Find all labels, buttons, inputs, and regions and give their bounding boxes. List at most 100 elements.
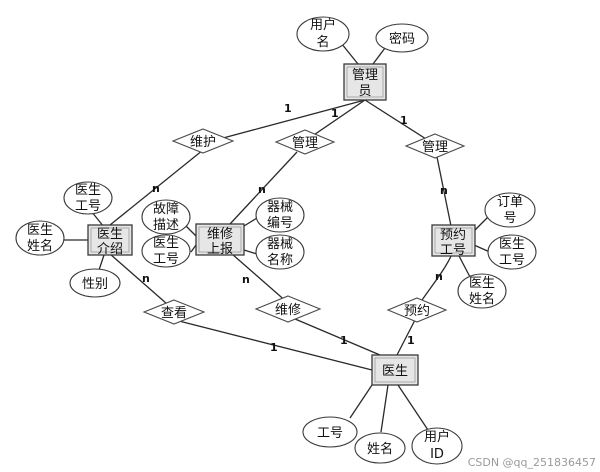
rel-view-label: 查看 (161, 305, 187, 321)
entity-appointment-line1: 预约 (440, 228, 466, 243)
entity-doctor-line1: 医生 (382, 364, 408, 379)
entity-appointment-line2: 工号 (440, 243, 466, 258)
card-manage-repair-report: n (258, 183, 266, 196)
edge-devname-report (243, 249, 258, 255)
attribute-username: 用户 名 (296, 16, 350, 52)
card-repair-doctor: 1 (340, 334, 348, 347)
attr-appt-doctor-id-line1: 医生 (499, 237, 525, 252)
rel-repair-label: 维修 (275, 303, 301, 318)
card-report-repair: n (242, 273, 250, 286)
attr-name-line1: 姓名 (367, 441, 393, 457)
attr-doctor-id-line1: 医生 (75, 183, 101, 198)
card-view-doctor: 1 (270, 341, 278, 354)
entity-doctor-intro-line1: 医生 (97, 227, 123, 242)
entity-doctor: 医生 (371, 354, 419, 386)
edge-doctor-empid (349, 384, 373, 419)
rel-book-label: 预约 (404, 304, 430, 319)
attr-report-doctor-id-line1: 医生 (153, 236, 179, 251)
edge-admin-maintain (211, 99, 366, 142)
edge-doctor-name (380, 384, 389, 433)
entity-repair-report: 维修 上报 (195, 223, 245, 257)
cardinality-labels: 1 1 1 n n n n 1 n 1 n 1 (142, 102, 448, 354)
attr-user-id-line2: ID (430, 447, 444, 462)
attr-report-doctor-id-line2: 工号 (153, 252, 179, 267)
edge-maintain-intro (109, 149, 204, 226)
attr-appt-doctor-name-line1: 医生 (469, 276, 495, 291)
edge-doctor-userid (397, 384, 429, 431)
entity-admin: 管理 员 (343, 63, 387, 101)
rel-manage-repair-label: 管理 (292, 136, 318, 151)
attribute-fault-desc: 故障 描述 (141, 199, 191, 235)
connector-lines (64, 37, 493, 433)
relationship-manage-appt: 管理 (404, 133, 466, 159)
attribute-order-no: 订单 号 (484, 192, 536, 228)
attr-password-line1: 密码 (389, 31, 415, 47)
relationship-manage-repair: 管理 (274, 129, 336, 155)
edge-view-doctor (174, 319, 373, 371)
rel-manage-appt-label: 管理 (422, 140, 448, 155)
attr-device-id-line2: 编号 (267, 216, 293, 231)
edge-adocname-appt (457, 253, 471, 278)
attribute-device-id: 器械 编号 (255, 197, 305, 233)
card-intro-view: n (142, 272, 150, 285)
edge-devid-report (243, 217, 258, 227)
edge-report-repair (231, 253, 289, 304)
relationship-book: 预约 (386, 297, 448, 323)
relationship-repair: 维修 (254, 295, 322, 323)
attribute-device-name: 器械 名称 (255, 234, 305, 270)
card-maintain-intro: n (152, 182, 160, 195)
watermark: CSDN @qq_251836457 (468, 456, 596, 469)
edge-manage-appt (436, 156, 452, 227)
rel-maintain-label: 维护 (190, 135, 216, 150)
attr-device-name-line1: 器械 (267, 237, 293, 252)
attr-gender-line1: 性别 (82, 277, 108, 292)
edge-rdocid-report (190, 244, 197, 253)
attribute-report-doctor-id: 医生 工号 (141, 234, 191, 268)
attr-device-id-line1: 器械 (267, 200, 293, 215)
card-admin-manage-repair: 1 (331, 107, 339, 120)
attr-device-name-line2: 名称 (267, 252, 293, 268)
entity-appointment: 预约 工号 (431, 224, 476, 258)
entity-admin-line1: 管理 (352, 68, 378, 83)
card-book-doctor: 1 (407, 334, 415, 347)
attr-order-no-line2: 号 (503, 211, 516, 226)
attribute-doctor-id: 医生 工号 (63, 181, 113, 215)
attribute-appt-doctor-id: 医生 工号 (487, 234, 537, 270)
entity-repair-report-line1: 维修 (207, 227, 233, 242)
card-manage-appt-appt: n (440, 184, 448, 197)
attribute-employee-id: 工号 (302, 416, 358, 448)
edge-gender-intro (98, 254, 105, 271)
edge-order-appt (473, 216, 489, 232)
attr-username-line2: 名 (316, 34, 329, 50)
attribute-password: 密码 (375, 23, 429, 53)
edge-fault-report (185, 225, 197, 237)
entity-doctor-intro-line2: 介绍 (97, 242, 123, 257)
edge-repair-doctor (287, 315, 381, 356)
edge-appt-book (419, 253, 453, 304)
entity-doctor-intro: 医生 介绍 (87, 224, 133, 257)
entity-admin-line2: 员 (358, 84, 371, 99)
attr-user-id-line1: 用户 (424, 429, 450, 445)
edge-manage-report (229, 151, 298, 225)
relationship-view: 查看 (142, 299, 206, 325)
attr-doctor-name-line1: 医生 (27, 223, 53, 238)
attr-appt-doctor-id-line2: 工号 (499, 253, 525, 268)
card-admin-manage-appt: 1 (400, 114, 408, 127)
attr-doctor-name-line2: 姓名 (27, 238, 53, 254)
attr-appt-doctor-name-line2: 姓名 (469, 291, 495, 307)
attr-fault-desc-line2: 描述 (153, 218, 179, 233)
attribute-gender: 性别 (69, 268, 121, 298)
attr-fault-desc-line1: 故障 (153, 202, 179, 217)
attribute-name: 姓名 (354, 432, 406, 464)
entity-repair-report-line2: 上报 (207, 242, 233, 257)
card-appt-book: n (435, 270, 443, 283)
relationship-maintain: 维护 (171, 128, 235, 154)
attr-doctor-id-line2: 工号 (75, 199, 101, 214)
attr-order-no-line1: 订单 (497, 195, 523, 210)
attribute-appt-doctor-name: 医生 姓名 (457, 273, 507, 309)
attribute-user-id: 用户 ID (411, 427, 463, 465)
attr-username-line1: 用户 (310, 17, 336, 33)
edge-password-admin (372, 47, 386, 65)
attr-employee-id-line1: 工号 (317, 426, 343, 441)
